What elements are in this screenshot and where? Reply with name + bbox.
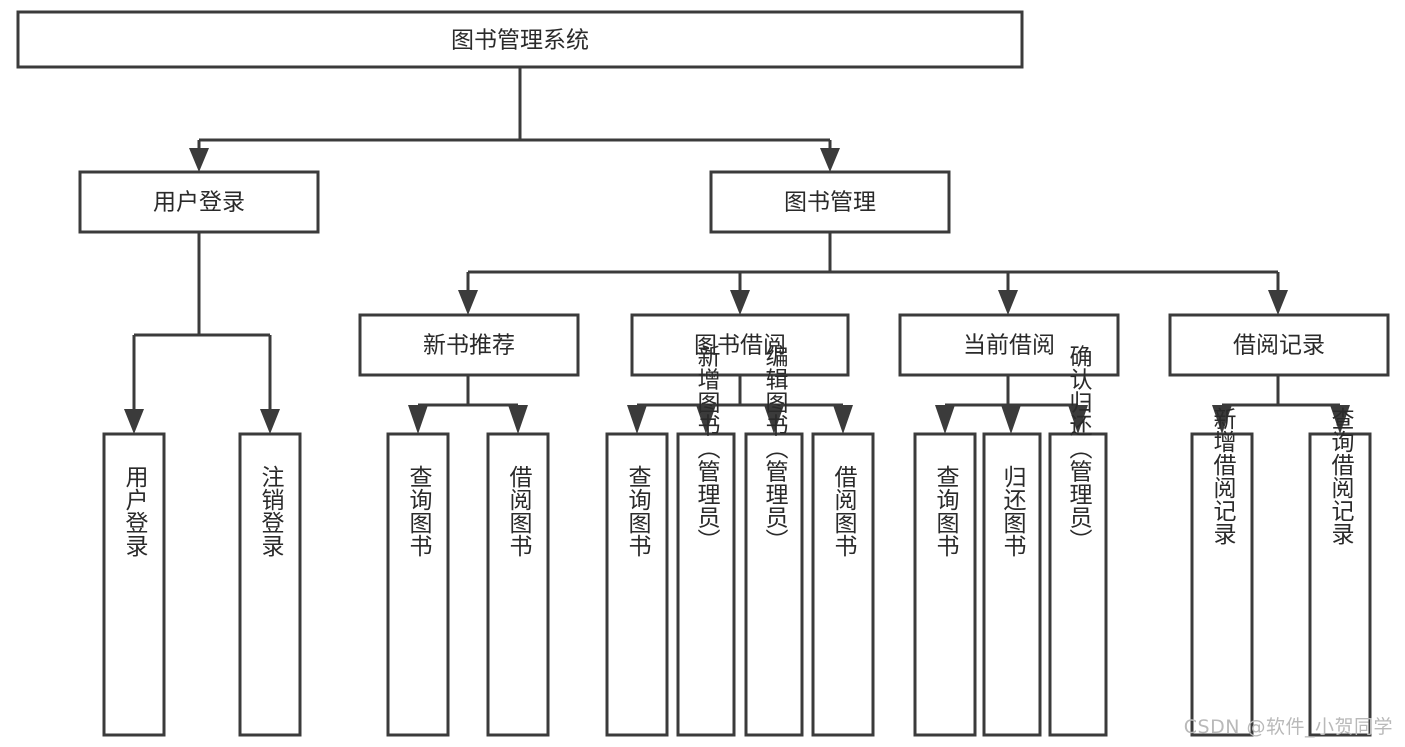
node-root-label: 图书管理系统	[451, 28, 589, 54]
node-borrow-record[interactable]: 借阅记录	[1168, 313, 1390, 377]
arrowhead-leaf-borrow-book-2	[833, 405, 853, 434]
node-leaf-query-book-2-box[interactable]	[605, 432, 669, 737]
node-leaf-add-record-label: 新增借阅记录	[1209, 407, 1237, 545]
node-leaf-borrow-book-2-label: 借阅图书	[830, 465, 858, 557]
node-borrow-record-box[interactable]	[1168, 313, 1390, 377]
node-leaf-add-record[interactable]: 新增借阅记录	[1190, 407, 1254, 737]
node-leaf-confirm-return-label: 确认归还（管理员）	[1065, 345, 1093, 552]
node-book-manage[interactable]: 图书管理	[709, 170, 951, 234]
node-leaf-user-login[interactable]: 用户登录	[102, 432, 166, 737]
node-user-login[interactable]: 用户登录	[78, 170, 320, 234]
arrowhead-book-borrow	[730, 290, 750, 315]
node-current-borrow-label: 当前借阅	[963, 333, 1055, 359]
arrowhead-userlogin	[189, 148, 209, 172]
node-leaf-borrow-book-1-label: 借阅图书	[505, 465, 533, 557]
arrowhead-leaf-add-book	[696, 405, 716, 434]
node-leaf-query-record-label: 查询借阅记录	[1327, 407, 1355, 545]
node-root-box[interactable]	[16, 10, 1024, 69]
node-leaf-query-book-1[interactable]: 查询图书	[386, 432, 450, 737]
node-leaf-query-book-1-box[interactable]	[386, 432, 450, 737]
arrowhead-leaf-return-book	[1001, 405, 1021, 434]
arrowhead-leaf-query-book-3	[935, 405, 955, 434]
arrowhead-leaf-query-record	[1330, 405, 1350, 434]
node-leaf-add-record-box[interactable]	[1190, 432, 1254, 737]
node-current-borrow-box[interactable]	[898, 313, 1120, 377]
node-root[interactable]: 图书管理系统	[16, 10, 1024, 69]
node-book-borrow-label: 图书借阅	[694, 333, 786, 359]
node-leaf-borrow-book-1[interactable]: 借阅图书	[486, 432, 550, 737]
node-leaf-logout-login-box[interactable]	[238, 432, 302, 737]
node-leaf-logout-login-label: 注销登录	[257, 465, 285, 557]
arrowhead-leaf-user-login	[124, 409, 144, 434]
node-new-book-recommend-label: 新书推荐	[423, 333, 515, 359]
node-leaf-user-login-label: 用户登录	[121, 465, 149, 557]
node-user-login-box[interactable]	[78, 170, 320, 234]
node-leaf-add-book-box[interactable]	[676, 432, 736, 737]
node-leaf-return-book[interactable]: 归还图书	[982, 432, 1042, 737]
arrowhead-leaf-query-book-1	[408, 405, 428, 434]
node-leaf-user-login-box[interactable]	[102, 432, 166, 737]
node-leaf-query-book-3-box[interactable]	[913, 432, 977, 737]
node-leaf-return-book-label: 归还图书	[999, 465, 1027, 557]
node-leaf-logout-login[interactable]: 注销登录	[238, 432, 302, 737]
node-leaf-borrow-book-2[interactable]: 借阅图书	[811, 432, 875, 737]
node-user-login-label: 用户登录	[153, 190, 245, 216]
node-leaf-add-book-label: 新增图书（管理员）	[693, 345, 721, 552]
arrowhead-leaf-confirm-return	[1068, 405, 1088, 434]
node-leaf-query-book-2-label: 查询图书	[624, 465, 652, 557]
node-current-borrow[interactable]: 当前借阅	[898, 313, 1120, 377]
node-book-borrow-box[interactable]	[630, 313, 850, 377]
node-leaf-query-record-box[interactable]	[1308, 432, 1372, 737]
node-book-manage-box[interactable]	[709, 170, 951, 234]
node-leaf-query-book-1-label: 查询图书	[405, 465, 433, 557]
arrowhead-leaf-borrow-book-1	[508, 405, 528, 434]
node-leaf-query-book-3[interactable]: 查询图书	[913, 432, 977, 737]
node-leaf-borrow-book-2-box[interactable]	[811, 432, 875, 737]
arrowhead-leaf-add-record	[1212, 405, 1232, 434]
arrowhead-leaf-logout-login	[260, 409, 280, 434]
node-leaf-confirm-return[interactable]: 确认归还（管理员）	[1048, 345, 1108, 737]
node-new-book-recommend[interactable]: 新书推荐	[358, 313, 580, 377]
node-new-book-recommend-box[interactable]	[358, 313, 580, 377]
node-leaf-edit-book[interactable]: 编辑图书（管理员）	[744, 345, 804, 737]
connector-group	[124, 67, 1350, 434]
node-leaf-add-book[interactable]: 新增图书（管理员）	[676, 345, 736, 737]
arrowhead-current-borrow	[998, 290, 1018, 315]
arrowhead-new-book-recommend	[458, 290, 478, 315]
node-leaf-query-book-3-label: 查询图书	[932, 465, 960, 557]
arrowhead-borrow-record	[1268, 290, 1288, 315]
node-leaf-query-book-2[interactable]: 查询图书	[605, 432, 669, 737]
node-leaf-edit-book-box[interactable]	[744, 432, 804, 737]
arrowhead-leaf-query-book-2	[627, 405, 647, 434]
node-borrow-record-label: 借阅记录	[1233, 333, 1325, 359]
node-leaf-query-record[interactable]: 查询借阅记录	[1308, 407, 1372, 737]
node-book-manage-label: 图书管理	[784, 190, 876, 216]
arrowhead-leaf-edit-book	[764, 405, 784, 434]
node-leaf-confirm-return-box[interactable]	[1048, 432, 1108, 737]
node-leaf-return-book-box[interactable]	[982, 432, 1042, 737]
node-leaf-edit-book-label: 编辑图书（管理员）	[761, 345, 789, 552]
arrowhead-bookmanage	[820, 148, 840, 172]
node-book-borrow[interactable]: 图书借阅	[630, 313, 850, 377]
node-leaf-borrow-book-1-box[interactable]	[486, 432, 550, 737]
